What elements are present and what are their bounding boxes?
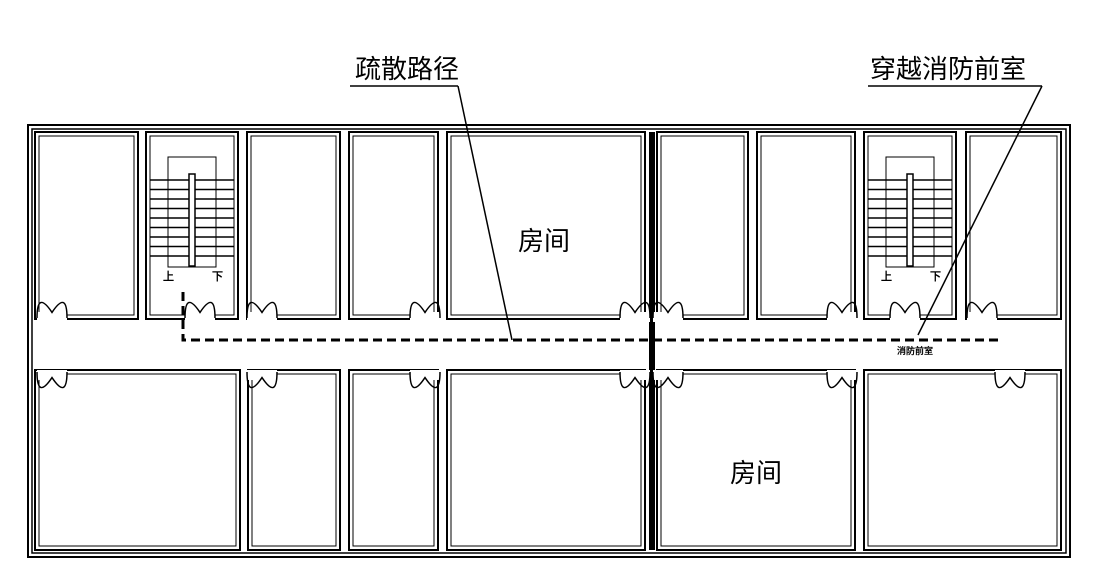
- room-wall-inner: [450, 135, 642, 316]
- antechamber-leader-line: [917, 85, 1043, 336]
- door-opening: [995, 370, 1025, 380]
- door-swing-arc: [652, 371, 684, 389]
- door-opening: [185, 312, 215, 322]
- stair-right-up-label: 上: [881, 269, 892, 283]
- door-swing-arc: [994, 371, 1026, 389]
- stair-right-down-label: 下: [930, 270, 941, 283]
- stairs: [150, 156, 952, 268]
- door-opening: [967, 312, 997, 322]
- antechamber-label: 消防前室: [897, 345, 933, 357]
- door-swings: [36, 301, 1026, 389]
- door-opening: [247, 312, 277, 322]
- thick-wall: [649, 132, 655, 550]
- door-swing-arc: [619, 301, 651, 319]
- room-wall-inner: [660, 373, 852, 547]
- room-wall-inner: [450, 373, 642, 547]
- door-swing-arc: [826, 301, 858, 319]
- door-swing-arc: [619, 371, 651, 389]
- room-label-top: 房间: [518, 227, 570, 257]
- door-swing-arc: [409, 301, 441, 319]
- room-wall-inner: [969, 135, 1058, 316]
- door-opening: [247, 370, 277, 380]
- door-swing-arc: [246, 301, 278, 319]
- door-opening: [620, 370, 650, 380]
- stair-handrail: [188, 173, 196, 267]
- stair-handrail: [906, 173, 914, 267]
- stair-left-up-label: 上: [163, 269, 174, 283]
- room-wall-inner: [250, 135, 337, 316]
- door-opening: [827, 312, 857, 322]
- room-wall: [34, 131, 139, 320]
- door-opening: [653, 370, 683, 380]
- evacuation-route-label: 疏散路径: [355, 55, 459, 85]
- room-wall-inner: [760, 135, 852, 316]
- room-wall-inner: [660, 135, 745, 316]
- outer-wall: [27, 124, 1071, 558]
- room-wall: [348, 131, 439, 320]
- door-opening: [620, 312, 650, 322]
- evacuation-leader-line: [457, 85, 513, 341]
- stair-landing: [885, 156, 935, 268]
- room-wall-inner: [867, 373, 1058, 547]
- room-wall-inner: [352, 135, 435, 316]
- room-wall: [348, 369, 439, 551]
- room-wall-inner: [352, 373, 435, 547]
- door-swing-arc: [889, 301, 921, 319]
- outer-wall-inner: [31, 128, 1067, 554]
- through-antechamber-label: 穿越消防前室: [870, 55, 1026, 85]
- stair-left-down-label: 下: [212, 270, 223, 283]
- door-opening: [827, 370, 857, 380]
- evacuation-route-path: [181, 292, 1000, 342]
- stair-landing: [167, 156, 217, 268]
- door-swing-arc: [246, 371, 278, 389]
- room-wall-inner: [38, 373, 237, 547]
- room-wall-inner: [251, 373, 337, 547]
- door-opening: [37, 312, 67, 322]
- door-opening: [410, 370, 440, 380]
- door-swing-arc: [184, 301, 216, 319]
- room-wall: [965, 131, 1062, 320]
- walls: [27, 124, 1071, 558]
- door-opening: [890, 312, 920, 322]
- room-wall: [246, 131, 341, 320]
- door-swing-arc: [409, 371, 441, 389]
- room-wall: [756, 131, 856, 320]
- door-opening: [410, 312, 440, 322]
- door-swing-arc: [652, 301, 684, 319]
- door-swing-arc: [36, 371, 68, 389]
- room-wall: [656, 131, 749, 320]
- door-opening: [37, 370, 67, 380]
- room-label-bottom: 房间: [730, 459, 782, 489]
- room-wall: [446, 131, 646, 320]
- room-wall: [863, 369, 1062, 551]
- door-swing-arc: [36, 301, 68, 319]
- room-wall: [446, 369, 646, 551]
- room-wall: [34, 369, 241, 551]
- door-swing-arc: [966, 301, 998, 319]
- door-opening: [653, 312, 683, 322]
- room-wall: [247, 369, 341, 551]
- room-wall: [656, 369, 856, 551]
- door-swing-arc: [826, 371, 858, 389]
- room-wall-inner: [38, 135, 135, 316]
